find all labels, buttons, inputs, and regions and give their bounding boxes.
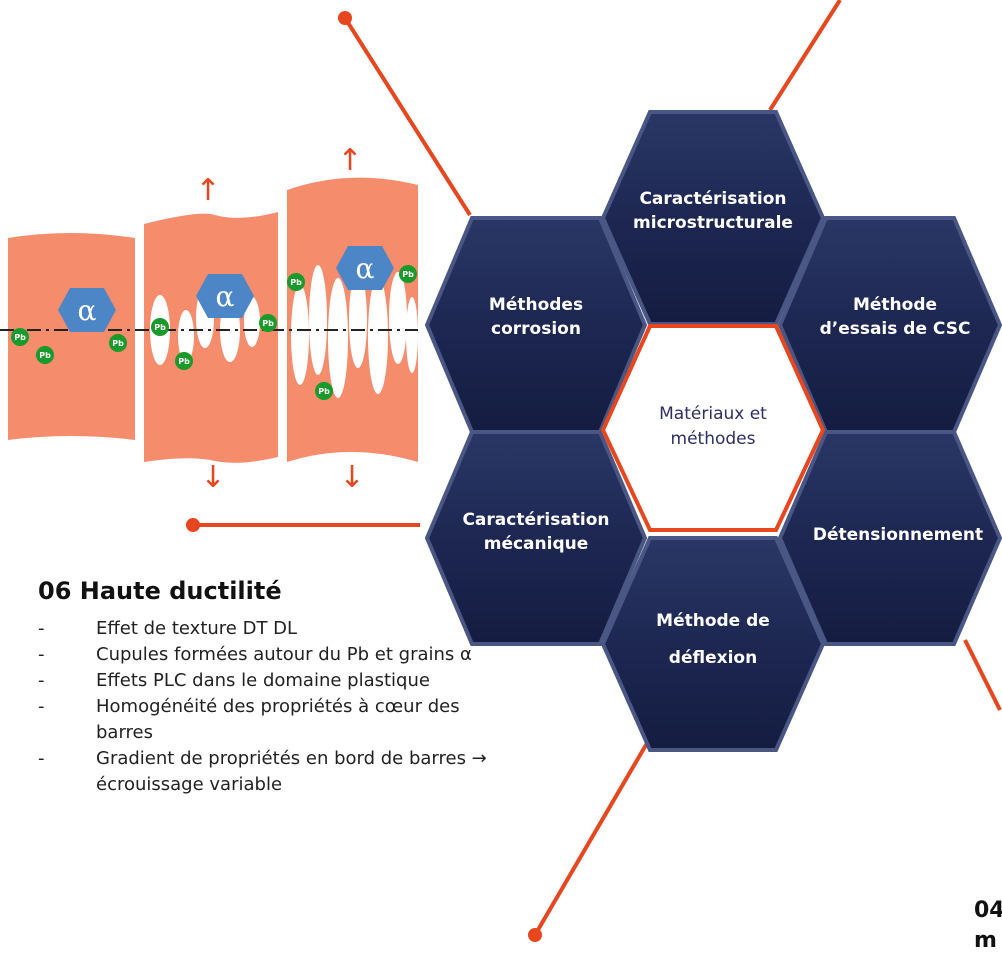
alpha-grain-1 [58,288,116,332]
hex-center[interactable] [600,324,826,532]
load-arrows: ↑ ↓ ↑ ↓ [195,143,364,495]
svg-text:Pb: Pb [318,387,330,396]
svg-text:Pb: Pb [154,323,166,332]
svg-text:Pb: Pb [14,333,26,342]
svg-text:Pb: Pb [178,357,190,366]
svg-text:Pb: Pb [262,319,274,328]
corner-heading-fragment: 04 m [974,898,1002,953]
hexagon-cluster [424,110,1002,752]
bullet-item: -Cupules formées autour du Pb et grains … [38,644,472,665]
bullet-item: -Gradient de propriétés en bord de barre… [38,748,487,795]
connector-dot-left [186,518,200,532]
alpha-symbol-2: α [216,280,235,313]
alpha-grain-2 [196,274,254,318]
connector-bottom-right [963,639,1002,711]
bullet-item: -Effets PLC dans le domaine plastique [38,670,430,691]
lead-particles: Pb Pb Pb Pb Pb Pb Pb Pb Pb [11,265,417,400]
voids-specimen-3 [291,265,418,398]
hex-label-detension: Détensionnement [812,525,984,545]
connector-dot-top-left [338,11,352,25]
connector-bottom-left [533,736,652,937]
bullet-item: -Homogénéité des propriétés à cœur des b… [38,696,460,743]
connector-top-right [768,0,842,112]
specimen-1 [8,233,135,440]
hex-mecanique[interactable] [424,430,648,646]
ductility-illustration: α α α Pb Pb Pb Pb Pb Pb Pb Pb Pb ↑ ↓ ↑ ↓ [0,143,418,495]
connector-top-left [343,16,472,217]
arrow-up-2: ↑ [195,173,220,208]
alpha-grain-3 [336,246,394,290]
hex-detension[interactable] [777,430,1002,646]
hex-deflexion[interactable] [600,536,826,752]
bullet-item: -Effet de texture DT DL [38,618,298,639]
alpha-symbol-1: α [78,294,97,327]
section-bullet-list: -Effet de texture DT DL -Cupules formées… [38,616,518,798]
svg-text:Pb: Pb [402,270,414,279]
arrow-down-3: ↓ [339,460,364,495]
connector-dot-bottom-left [528,928,542,942]
svg-text:Pb: Pb [39,351,51,360]
alpha-symbol-3: α [356,252,375,285]
svg-text:Pb: Pb [112,339,124,348]
svg-text:Pb: Pb [290,278,302,287]
arrow-up-3: ↑ [337,143,362,178]
connector-lines [193,0,1002,937]
arrow-down-2: ↓ [200,460,225,495]
section-heading: 06 Haute ductilité [38,577,282,605]
